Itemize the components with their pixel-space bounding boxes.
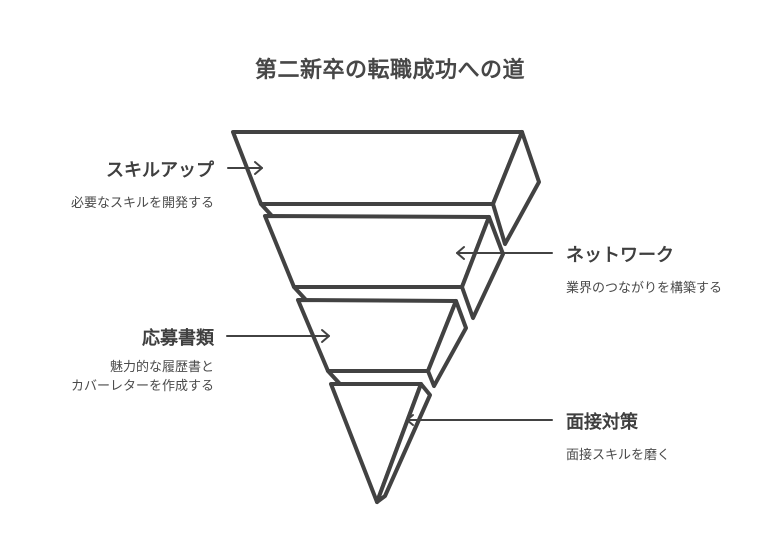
stage-label-application: 応募書類 — [142, 328, 214, 349]
funnel-band-network — [263, 214, 505, 320]
arrow-network — [456, 246, 553, 260]
funnel-tip-interview — [329, 382, 432, 504]
stage-desc-network: 業界のつながりを構築する — [566, 281, 723, 296]
stage-desc-interview: 面接スキルを磨く — [566, 448, 671, 463]
stage-desc-application-line1: 魅力的な履歴書と — [109, 360, 214, 375]
stage-label-network: ネットワーク — [566, 245, 674, 266]
arrow-skill-up — [227, 161, 263, 175]
arrow-interview — [406, 414, 553, 426]
funnel-band-skill-up — [231, 130, 541, 246]
stage-label-skill-up: スキルアップ — [106, 160, 214, 181]
stage-label-interview: 面接対策 — [566, 412, 638, 433]
stage-desc-application-line2: カバーレターを作成する — [70, 379, 214, 394]
stage-desc-application: 魅力的な履歴書と カバーレターを作成する — [71, 358, 214, 396]
arrow-application — [226, 329, 330, 343]
diagram-title: 第二新卒の転職成功への道 — [254, 58, 525, 83]
funnel-band-application — [296, 298, 468, 388]
stage-desc-skill-up: 必要なスキルを開発する — [70, 196, 214, 211]
